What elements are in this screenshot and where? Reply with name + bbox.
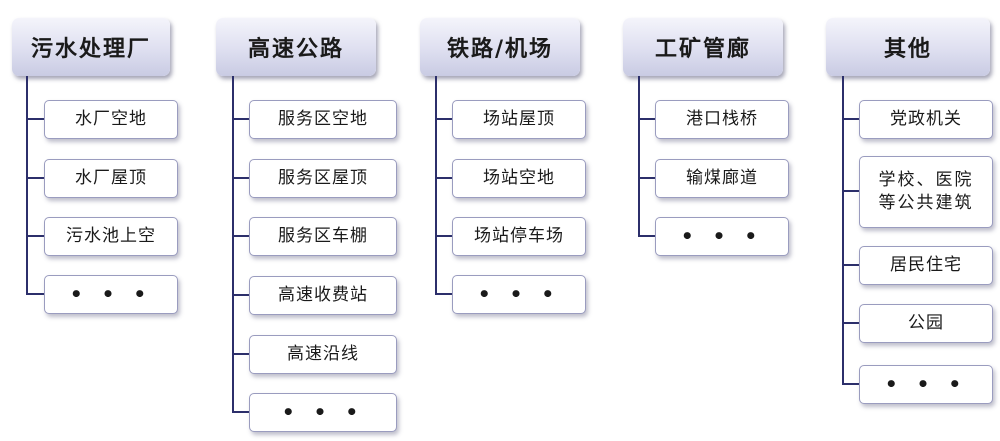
connector-vertical — [842, 76, 844, 385]
item-box: 高速沿线 — [249, 335, 397, 374]
more-items-box: • • • — [249, 393, 397, 432]
connector-vertical — [435, 76, 437, 295]
column-header: 工矿管廊 — [623, 18, 783, 76]
column-header: 铁路/机场 — [420, 18, 580, 76]
connector-vertical — [26, 76, 28, 295]
connector-horizontal — [26, 234, 44, 237]
connector-horizontal — [232, 410, 249, 413]
column-header: 其他 — [826, 18, 990, 76]
connector-horizontal — [435, 234, 452, 237]
more-items-box: • • • — [655, 217, 789, 256]
connector-horizontal — [26, 176, 44, 179]
column-header: 高速公路 — [216, 18, 376, 76]
column-header: 污水处理厂 — [12, 18, 170, 76]
connector-horizontal — [842, 263, 859, 266]
connector-horizontal — [232, 293, 249, 296]
connector-horizontal — [842, 117, 859, 120]
more-items-box: • • • — [859, 365, 993, 404]
item-box: 服务区屋顶 — [249, 159, 397, 198]
connector-horizontal — [638, 176, 655, 179]
connector-horizontal — [26, 292, 44, 295]
connector-horizontal — [842, 382, 859, 385]
item-box: 污水池上空 — [44, 217, 178, 256]
connector-horizontal — [232, 352, 249, 355]
item-box: 场站空地 — [452, 159, 586, 198]
item-box: 港口栈桥 — [655, 100, 789, 139]
item-box: 输煤廊道 — [655, 159, 789, 198]
connector-horizontal — [842, 321, 859, 324]
item-box: 高速收费站 — [249, 276, 397, 315]
more-items-box: • • • — [452, 275, 586, 314]
item-box: 场站停车场 — [452, 217, 586, 256]
item-box: 服务区空地 — [249, 100, 397, 139]
item-box: 学校、医院 等公共建筑 — [859, 156, 993, 228]
item-box: 场站屋顶 — [452, 100, 586, 139]
connector-horizontal — [842, 190, 859, 192]
connector-horizontal — [435, 292, 452, 295]
connector-vertical — [232, 76, 234, 413]
connector-horizontal — [435, 117, 452, 120]
connector-horizontal — [232, 176, 249, 179]
more-items-box: • • • — [44, 275, 178, 314]
connector-horizontal — [232, 234, 249, 237]
item-box: 党政机关 — [859, 100, 993, 139]
item-box: 水厂屋顶 — [44, 159, 178, 198]
item-box: 居民住宅 — [859, 246, 993, 285]
connector-horizontal — [26, 117, 44, 120]
connector-vertical — [638, 76, 640, 237]
item-box: 公园 — [859, 304, 993, 343]
connector-horizontal — [435, 176, 452, 179]
item-box: 服务区车棚 — [249, 217, 397, 256]
connector-horizontal — [232, 117, 249, 120]
item-box: 水厂空地 — [44, 100, 178, 139]
connector-horizontal — [638, 117, 655, 120]
connector-horizontal — [638, 234, 655, 237]
